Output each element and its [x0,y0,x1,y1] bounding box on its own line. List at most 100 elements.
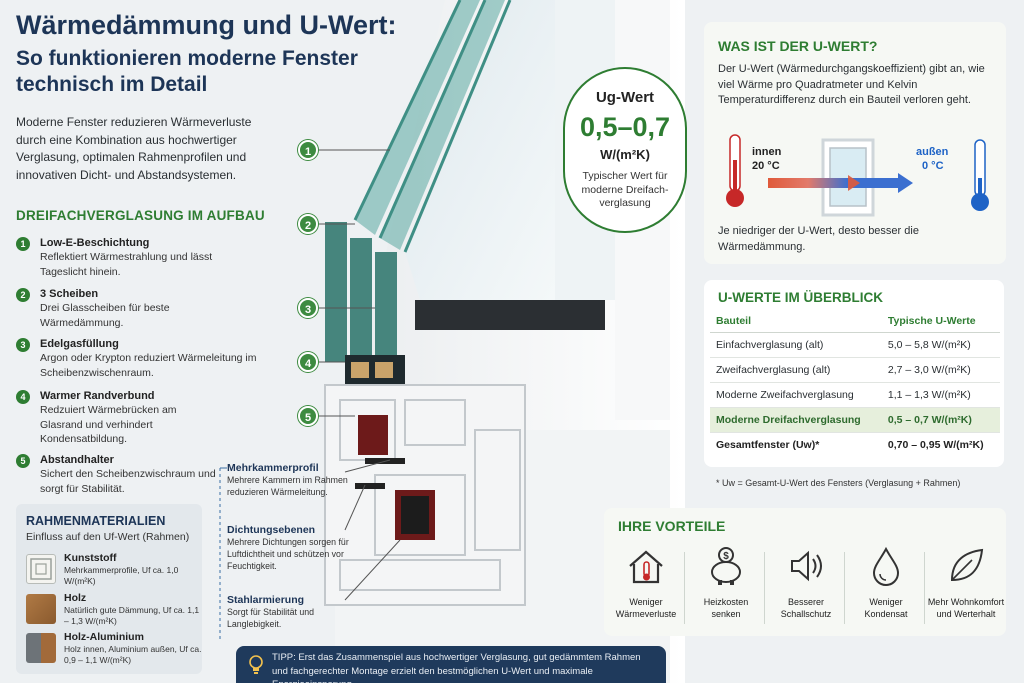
ug-desc: Typischer Wert für moderne Dreifach-verg… [581,170,669,209]
profile-label-desc: Mehrere Kammern im Rahmen reduzieren Wär… [227,475,348,497]
profile-label-desc: Sorgt für Stabilität und Langlebigkeit. [227,607,315,629]
material-desc: Holz innen, Aluminium außen, Uf ca. 0,9 … [64,644,202,665]
callout-1: 1 [298,140,318,160]
u-value-footer: Je niedriger der U-Wert, desto besser di… [718,225,919,253]
benefit-item: Weniger Kondensat [848,544,924,632]
inside-label: innen [752,146,782,158]
u-value-text: Der U-Wert (Wärmedurchgangskoeffizient) … [718,63,985,106]
profile-label-seals: Dichtungsebenen Mehrere Dichtungen sorge… [227,524,367,572]
cold-thermometer-icon [971,139,989,211]
table-row-highlighted: Moderne Dreifachverglasung 0,5 – 0,7 W/(… [710,407,1000,433]
glazing-item: 1 Low-E-Beschichtung Reflektiert Wärmest… [16,236,221,279]
benefit-item: Besserer Schallschutz [768,544,844,632]
profile-label-desc: Mehrere Dichtungen sorgen für Luftdichth… [227,537,349,571]
material-desc: Natürlich gute Dämmung, Uf ca. 1,1 – 1,3… [64,605,200,626]
intro-text: Moderne Fenster reduzieren Wärmeverluste… [16,115,252,182]
table-cell: 5,0 – 5,8 W/(m²K) [881,332,1000,358]
benefits-panel: IHRE VORTEILE Weniger Wärmeverluste $ He… [604,508,1006,636]
benefit-label: Mehr Wohnkomfort und Werterhalt [927,597,1005,619]
profile-label-steel: Stahlarmierung Sorgt für Stabilität und … [227,594,367,630]
glazing-item: 5 Abstandhalter Sichert den Scheibenzwis… [16,453,221,496]
benefit-label: Weniger Kondensat [864,597,908,619]
column-header: Typische U-Werte [881,312,1000,333]
glazing-item-desc: Sichert den Scheibenzwischraum und sorgt… [40,468,216,495]
glazing-item: 4 Warmer Randverbund Redzuiert Wärmebrüc… [16,389,221,447]
benefit-divider [684,552,685,624]
glazing-item-title: Edelgasfüllung [40,338,119,350]
outside-label: außen [916,146,949,158]
glazing-item-number: 2 [16,288,30,302]
frame-materials-panel: RAHMENMATERIALIEN Einfluss auf den Uf-We… [16,504,202,674]
u-value-heading: WAS IST DER U-WERT? [718,38,878,54]
droplet-icon [872,546,900,586]
material-title: Kunststoff [64,552,117,564]
frame-materials-subheading: Einfluss auf den Uf-Wert (Rahmen) [26,531,190,543]
glazing-item-desc: Argon oder Krypton reduziert Wärmeleitun… [40,352,257,379]
table-cell: 2,7 – 3,0 W/(m²K) [881,357,1000,383]
callout-4: 4 [298,352,318,372]
material-title: Holz-Aluminium [64,631,144,643]
callout-3: 3 [298,298,318,318]
table-row: Moderne Zweifachverglasung 1,1 – 1,3 W/(… [710,382,1000,408]
glazing-item-title: Warmer Randverbund [40,390,155,402]
lightbulb-icon [249,655,263,674]
table-cell: Gesamtfenster (Uw)* [716,439,820,452]
material-item: Holz Natürlich gute Dämmung, Uf ca. 1,1 … [26,592,199,632]
ug-value: 0,5–0,7 [579,112,671,142]
profile-label-title: Mehrkammerprofil [227,462,319,474]
table-cell: Zweifachverglasung (alt) [710,357,882,383]
material-desc: Mehrkammerprofile, Uf ca. 1,0 W/(m²K) [64,565,179,586]
glazing-item-title: Low-E-Beschichtung [40,237,150,249]
tip-text: TIPP: Erst das Zusammenspiel aus hochwer… [272,652,641,683]
table-cell: Einfachverglasung (alt) [710,332,882,358]
table-cell: 0,70 – 0,95 W/(m²K) [887,439,984,452]
heat-flow-diagram [726,134,989,217]
piggy-bank-icon: $ [711,547,741,585]
material-title: Holz [64,592,87,604]
u-value-info-panel: WAS IST DER U-WERT? Der U-Wert (Wärmedur… [704,22,1006,264]
wood-aluminium-swatch [26,633,56,663]
glazing-item-number: 3 [16,338,30,352]
table-row: Gesamtfenster (Uw)* 0,70 – 0,95 W/(m²K) [710,433,1000,458]
u-values-table-panel: U-WERTE IM ÜBERBLICK Bauteil Typische U-… [704,280,1004,467]
benefit-divider [844,552,845,624]
benefit-item: $ Heizkosten senken [688,544,764,632]
benefit-item: Mehr Wohnkomfort und Werterhalt [926,544,1006,632]
glazing-item-title: Abstandhalter [40,454,114,466]
inside-temp: 20 °C [752,160,780,172]
callout-2: 2 [298,214,318,234]
profile-label-title: Dichtungsebenen [227,524,316,536]
benefit-divider [924,552,925,624]
outside-temp: 0 °C [922,160,944,172]
benefit-label: Heizkosten senken [703,597,749,619]
leaf-icon [950,548,984,582]
pvc-profile-swatch [26,554,56,584]
warm-thermometer-icon [726,134,744,207]
page-title: Wärmedämmung und U-Wert: [16,10,397,40]
svg-text:$: $ [723,551,729,562]
benefits-heading: IHRE VORTEILE [618,518,726,534]
material-item: Kunststoff Mehrkammerprofile, Uf ca. 1,0… [26,552,196,592]
glazing-item-desc: Drei Glasscheiben für beste Wärmedämmung… [40,302,170,329]
table-cell: Moderne Zweifachverglasung [710,382,882,408]
glazing-item-number: 1 [16,237,30,251]
column-header: Bauteil [710,312,882,333]
table-cell: 1,1 – 1,3 W/(m²K) [881,382,1000,408]
glazing-item-desc: Redzuiert Wärmebrücken am Glasrand und v… [40,404,177,445]
u-values-table: Bauteil Typische U-Werte Einfachverglasu… [710,312,1000,458]
table-cell: 0,5 – 0,7 W/(m²K) [881,407,1000,433]
wood-swatch [26,594,56,624]
glazing-heading: DREIFACHVERGLASUNG IM AUFBAU [16,208,265,223]
frame-materials-heading: RAHMENMATERIALIEN [26,514,166,528]
table-footnote: * Uw = Gesamt-U-Wert des Fensters (Vergl… [716,478,961,488]
profile-label-chambers: Mehrkammerprofil Mehrere Kammern im Rahm… [227,462,367,498]
callout-5: 5 [298,406,318,426]
glazing-item-number: 4 [16,390,30,404]
speaker-icon [791,550,822,582]
benefit-label: Besserer Schallschutz [780,597,832,619]
glazing-item: 2 3 Scheiben Drei Glasscheiben für beste… [16,287,221,330]
page-subtitle: So funktionieren moderne Fenster technis… [16,47,358,96]
glazing-item-number: 5 [16,454,30,468]
house-thermometer-icon [629,550,663,584]
u-values-heading: U-WERTE IM ÜBERBLICK [718,290,883,305]
